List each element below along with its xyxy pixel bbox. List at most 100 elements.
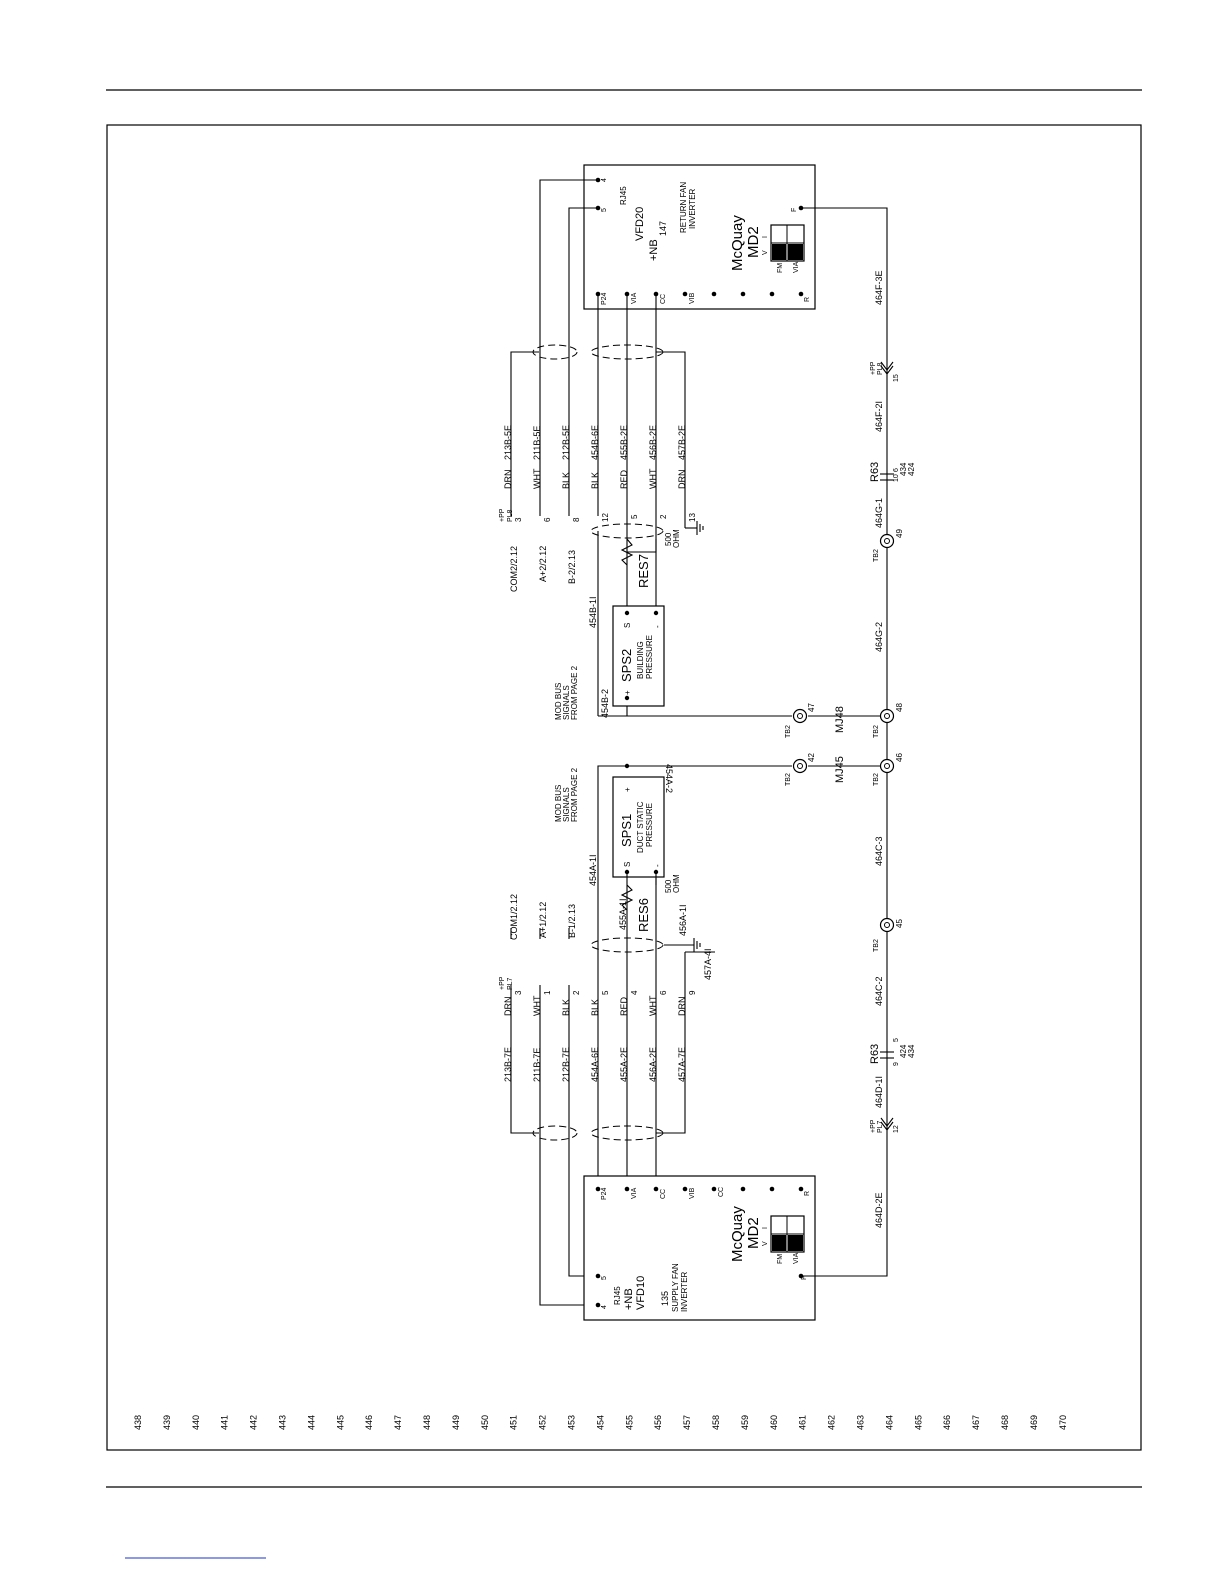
line-number: 447 (393, 1415, 403, 1430)
top-wire-4-color: BLK (590, 472, 600, 489)
top-wire-labels: 213B-5E DRN 3 COM2/2.12 211B-5E WHT 6 A+… (503, 425, 697, 592)
modbus-top-note: MOD BUS SIGNALS FROM PAGE 2 (554, 665, 579, 720)
top-cable-wires (510, 179, 704, 717)
line-number: 444 (306, 1415, 316, 1430)
bottom-wire-5-color: RED (619, 996, 629, 1016)
bottom-wire-7-pin: 9 (688, 990, 697, 995)
terminal-48: 48 (895, 703, 904, 712)
vfd10-cc: CC (660, 1189, 667, 1199)
line-number: 459 (740, 1415, 750, 1430)
res7-name: RES7 (636, 554, 651, 588)
top-plug-pl8: +PP PL8 (499, 508, 514, 522)
wire-464g-1: 464G-1 (874, 498, 884, 528)
line-number: 457 (682, 1415, 692, 1430)
bottom-wire-4-pin: 5 (601, 990, 610, 995)
tb2-46-label: TB2 (873, 773, 880, 786)
sps1-sensor: SPS1 DUCT STATIC PRESSURE S + - 454A-1I … (588, 763, 674, 886)
terminal-42: 42 (807, 753, 816, 762)
right-pp-top: +PP (870, 361, 877, 375)
sps1-wire-in: 454A-1I (588, 854, 598, 886)
sps2-name: SPS2 (619, 649, 634, 682)
bottom-wire-7-color: DRN (677, 997, 687, 1017)
vfd10-desc1: SUPPLY FAN (671, 1263, 680, 1312)
bottom-wire-1-color: DRN (503, 997, 513, 1017)
res6-name: RES6 (636, 898, 651, 932)
line-number: 438 (133, 1415, 143, 1430)
right-pl8: PL8 (877, 362, 884, 375)
top-wire-6-pin: 2 (659, 514, 668, 519)
bottom-wire-3-color: BLK (561, 999, 571, 1016)
line-number: 470 (1058, 1415, 1068, 1430)
top-wire-3-dest: B-2/2.13 (567, 550, 577, 584)
top-wire-7-pin: 13 (688, 513, 697, 522)
right-pl7: PL7 (877, 1120, 884, 1133)
sps1-wire-s: 455A-1I (618, 898, 628, 930)
right-pin12: 12 (893, 1125, 900, 1133)
r63-top-ref2: 424 (907, 462, 916, 476)
vfd10-p24: P24 (601, 1187, 608, 1200)
vfd10-cc2: CC (718, 1187, 725, 1197)
top-wire-2-dest: A+2/2.12 (538, 546, 548, 582)
bottom-wire-5-pin: 4 (630, 990, 639, 995)
vfd10-brand: McQuay (729, 1206, 746, 1262)
vfd20-block: 4 5 RJ45 VFD20 +NB 147 RETURN FAN INVERT… (583, 164, 816, 310)
top-wire-6-label: 456B-2E (648, 425, 658, 460)
tb2-42-label: TB2 (785, 773, 792, 786)
vfd10-block: P24 VIA CC VIB CC R F 5 4 RJ45 +NB VFD10… (583, 1175, 816, 1321)
r63-bottom-ref1: 424 (899, 1044, 908, 1058)
line-number: 448 (422, 1415, 432, 1430)
line-number: 461 (798, 1415, 808, 1430)
line-number: 460 (769, 1415, 779, 1430)
r63-bottom-ref2: 434 (907, 1044, 916, 1058)
top-wire-4-pin: 12 (601, 513, 610, 522)
top-wire-3-label: 212B-5E (561, 425, 571, 460)
vfd10-rj45: RJ45 (613, 1286, 622, 1305)
line-number: 440 (191, 1415, 201, 1430)
bottom-plug-pp: +PP (499, 976, 506, 990)
terminal-49: 49 (895, 529, 904, 538)
sps1-desc1: DUCT STATIC (636, 801, 645, 853)
bottom-wire-3-dest: B-1/2.13 (567, 904, 577, 938)
top-wire-1-label: 213B-5E (503, 425, 513, 460)
vfd20-number: 147 (658, 221, 668, 236)
sps1-wire-minus: 456A-1I (678, 904, 688, 936)
line-number: 443 (278, 1415, 288, 1430)
res6-resistor: RES6 500 OHM (636, 874, 681, 932)
vfd20-name: VFD20 (634, 207, 646, 241)
line-number: 458 (711, 1415, 721, 1430)
res7-value: 500 (664, 532, 673, 546)
vfd20-desc2: INVERTER (688, 188, 697, 229)
top-wire-5-pin: 5 (630, 514, 639, 519)
line-number: 446 (364, 1415, 374, 1430)
top-wire-4-label: 454B-6E (590, 425, 600, 460)
bottom-plug-pl7: +PP PL7 (499, 976, 514, 990)
r63-top-name: R63 (869, 462, 881, 482)
line-number: 453 (567, 1415, 577, 1430)
vfd20-rj45: RJ45 (619, 186, 628, 205)
wire-464d-1i: 464D-1I (874, 1076, 884, 1108)
sps1-desc2: PRESSURE (645, 803, 654, 847)
line-number: 442 (249, 1415, 259, 1430)
top-plug-id: PL8 (507, 509, 514, 522)
top-wire-6-color: WHT (648, 468, 658, 489)
wire-464g-2: 464G-2 (874, 622, 884, 652)
sps2-sensor: SPS2 BUILDING PRESSURE S + - 454B-1I 454… (588, 596, 665, 718)
top-wire-1-color: DRN (503, 470, 513, 490)
mj45-label: MJ45 (834, 756, 846, 783)
vfd10-fm: FM (777, 1254, 784, 1264)
wire-464f-2i: 464F-2I (874, 401, 884, 432)
line-number: 467 (971, 1415, 981, 1430)
r63-top-pin-a: 10 (893, 474, 900, 482)
mj48-label: MJ48 (834, 706, 846, 733)
terminal-45: 45 (895, 919, 904, 928)
top-wire-5-color: RED (619, 469, 629, 489)
sps1-drain: 457A-4I (703, 948, 713, 980)
bottom-wire-6-color: WHT (648, 995, 658, 1016)
r63-top-pin-b: 6 (893, 468, 900, 472)
modbus-bottom-note: MOD BUS SIGNALS FROM PAGE 2 (554, 767, 579, 822)
line-number: 452 (538, 1415, 548, 1430)
line-number: 464 (884, 1415, 894, 1430)
sps2-desc1: BUILDING (636, 641, 645, 679)
